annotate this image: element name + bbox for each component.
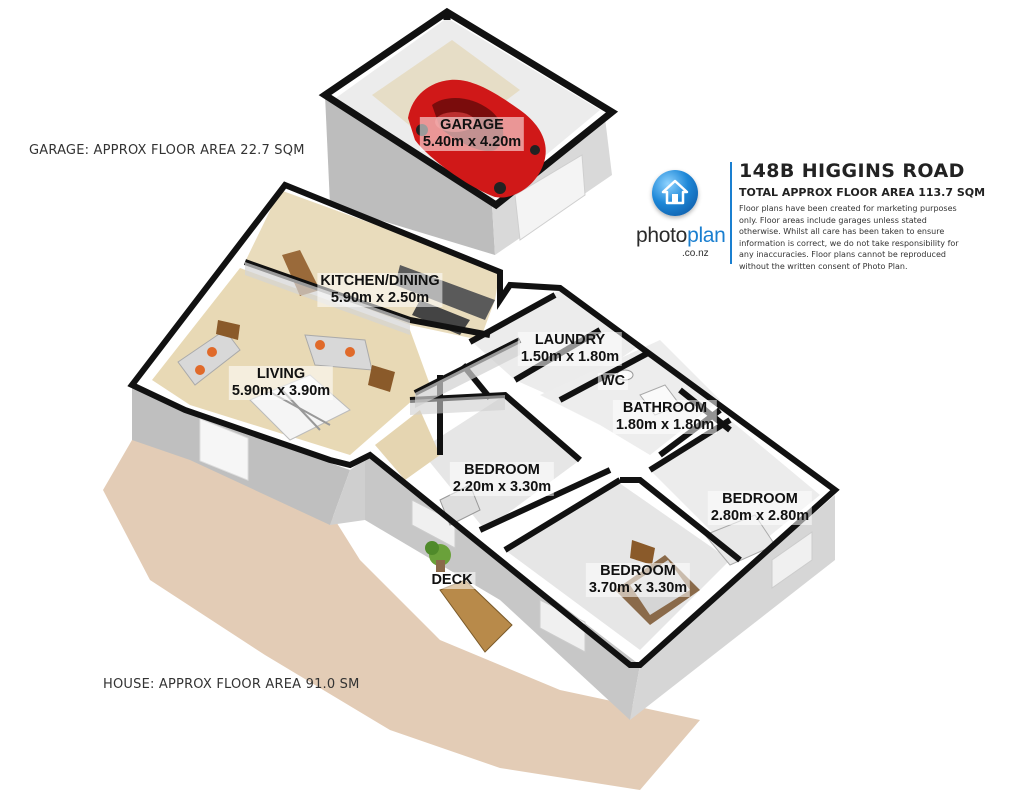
- brand-domain: .co.nz: [682, 248, 709, 259]
- room-name: BATHROOM: [622, 400, 708, 416]
- room-name: BEDROOM: [464, 462, 540, 478]
- room-dims: 5.90m x 3.90m: [231, 383, 331, 399]
- room-label-kitchen: KITCHEN/DINING 5.90m x 2.50m: [317, 273, 443, 307]
- room-dims: 2.20m x 3.30m: [452, 479, 552, 495]
- room-name: LIVING: [256, 366, 306, 382]
- brand-part-1: photo: [636, 224, 688, 247]
- room-label-bedroom-2: BEDROOM 2.80m x 2.80m: [707, 491, 813, 525]
- room-label-wc: WC: [597, 373, 629, 390]
- room-label-bedroom-1: BEDROOM 2.20m x 3.30m: [449, 462, 555, 496]
- room-name: WC: [600, 373, 626, 389]
- disclaimer: Floor plans have been created for market…: [739, 204, 959, 271]
- room-dims: 3.70m x 3.30m: [588, 580, 688, 596]
- room-dims: 1.50m x 1.80m: [520, 349, 620, 365]
- room-name: BEDROOM: [600, 563, 676, 579]
- room-dims: 5.40m x 4.20m: [422, 134, 522, 150]
- info-panel: photoplan .co.nz 148B HIGGINS ROAD TOTAL…: [636, 158, 985, 271]
- total-area: TOTAL APPROX FLOOR AREA 113.7 SQM: [739, 186, 986, 199]
- brand-part-2: plan: [687, 224, 726, 247]
- room-name: LAUNDRY: [534, 332, 606, 348]
- property-address: 148B HIGGINS ROAD: [739, 160, 965, 182]
- room-label-bedroom-3: BEDROOM 3.70m x 3.30m: [585, 563, 691, 597]
- room-label-garage: GARAGE 5.40m x 4.20m: [419, 117, 525, 151]
- divider: [730, 162, 732, 264]
- lawn: [103, 440, 700, 790]
- room-dims: 5.90m x 2.50m: [330, 290, 430, 306]
- room-label-bathroom: BATHROOM 1.80m x 1.80m: [612, 400, 718, 434]
- room-label-laundry: LAUNDRY 1.50m x 1.80m: [517, 332, 623, 366]
- house-icon: [661, 179, 689, 205]
- garage-area-label: GARAGE: APPROX FLOOR AREA 22.7 SQM: [29, 143, 305, 158]
- room-label-deck: DECK: [428, 572, 476, 589]
- house-block: [127, 181, 840, 720]
- room-name: KITCHEN/DINING: [320, 273, 440, 289]
- room-dims: 1.80m x 1.80m: [615, 417, 715, 433]
- room-name: DECK: [431, 572, 473, 588]
- room-name: BEDROOM: [722, 491, 798, 507]
- brand-name: photoplan: [636, 224, 726, 248]
- room-name: GARAGE: [440, 117, 504, 133]
- photoplan-logo: [652, 170, 698, 216]
- room-dims: 2.80m x 2.80m: [710, 508, 810, 524]
- room-label-living: LIVING 5.90m x 3.90m: [228, 366, 334, 400]
- house-area-label: HOUSE: APPROX FLOOR AREA 91.0 SM: [103, 677, 360, 692]
